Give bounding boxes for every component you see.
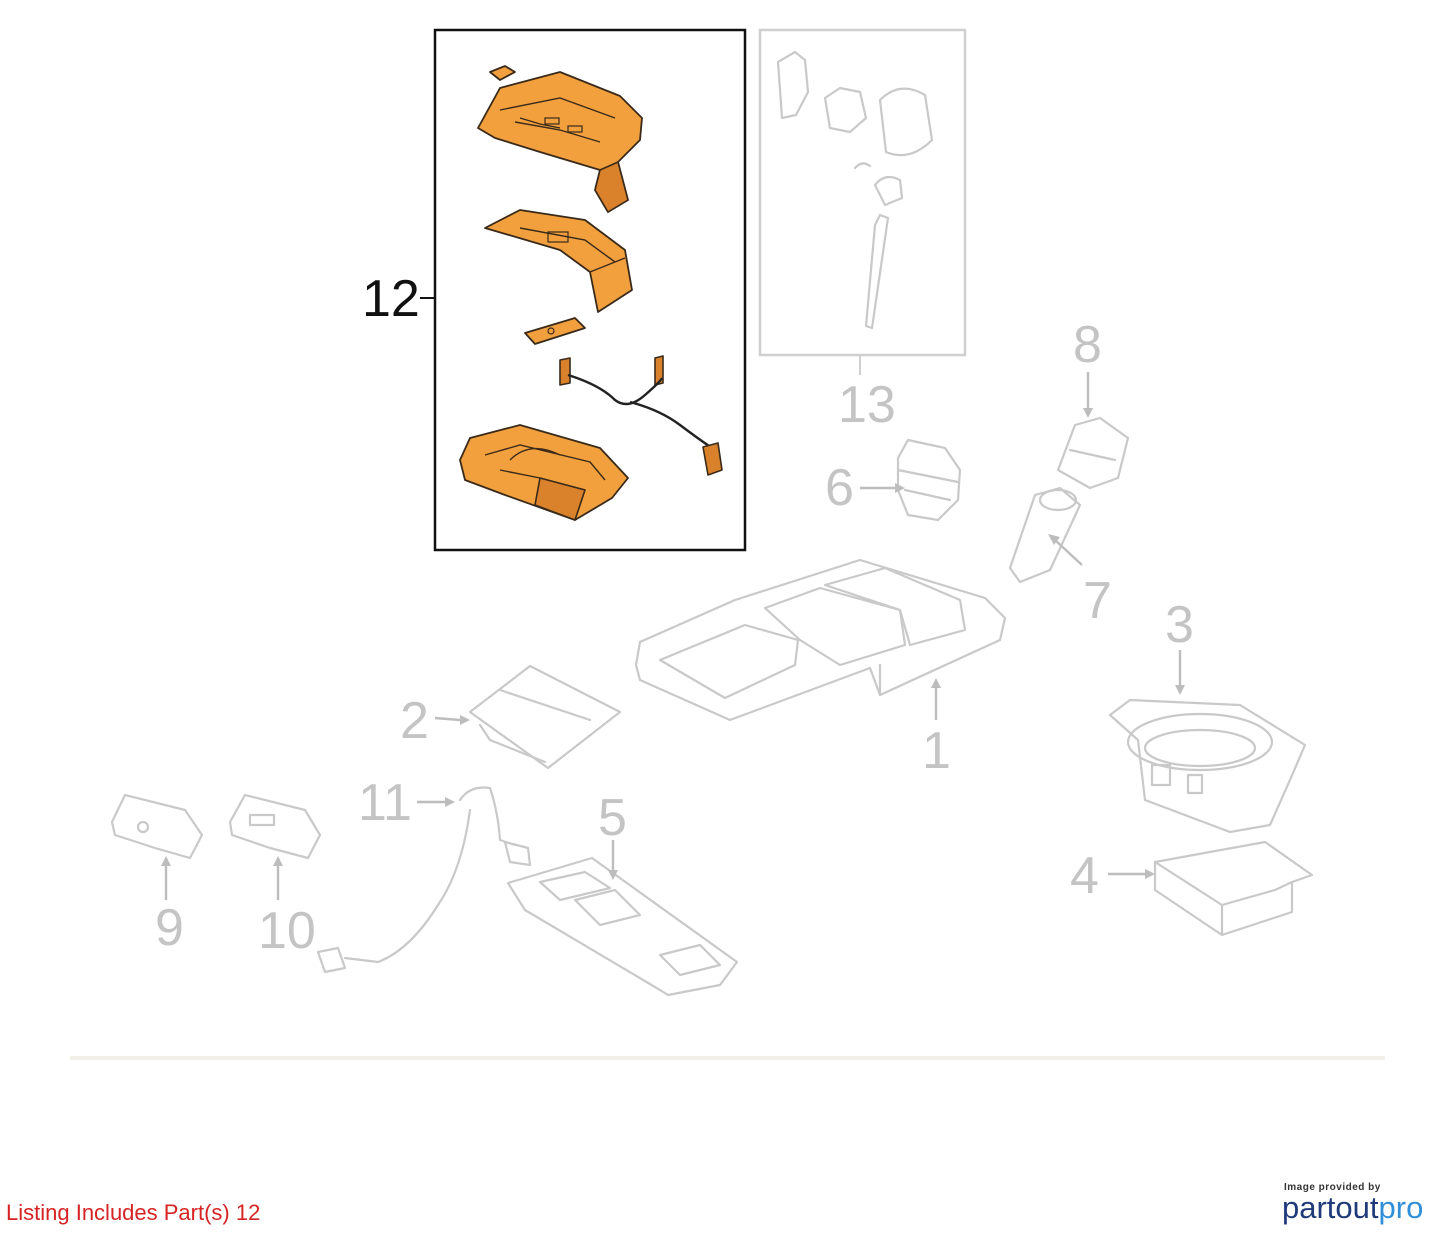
- partoutpro-logo[interactable]: partoutpro: [1282, 1190, 1423, 1226]
- part-8-cover[interactable]: [1056, 416, 1130, 490]
- part-13-group[interactable]: [758, 28, 967, 375]
- image-credit-caption: Image provided by: [1284, 1182, 1381, 1193]
- listing-includes-text: Listing Includes Part(s) 12: [6, 1200, 261, 1225]
- callout-1: 1: [922, 722, 951, 780]
- callout-11: 11: [358, 774, 412, 832]
- callout-12: 12: [362, 270, 420, 328]
- callout-5: 5: [598, 789, 627, 847]
- part-7-socket[interactable]: [1008, 486, 1082, 584]
- part-10-switch[interactable]: [228, 793, 322, 860]
- leader-arrows: [161, 372, 1185, 900]
- part-9-switch[interactable]: [110, 793, 204, 860]
- part-4-mat[interactable]: [1153, 840, 1314, 937]
- part-3-cupholder[interactable]: [1108, 698, 1307, 834]
- part-5-switch-panel[interactable]: [506, 856, 739, 997]
- callout-8: 8: [1073, 316, 1102, 374]
- part-6-switch[interactable]: [896, 438, 962, 522]
- brand-part-1: partout: [1282, 1190, 1379, 1225]
- callout-6: 6: [825, 459, 854, 517]
- brand-part-2: pro: [1378, 1190, 1424, 1225]
- part-2-panel[interactable]: [468, 664, 622, 770]
- callout-13: 13: [838, 376, 896, 434]
- part-1-console[interactable]: [634, 558, 1007, 722]
- callout-3: 3: [1165, 596, 1194, 654]
- part-11-harness[interactable]: [316, 786, 532, 974]
- callout-4: 4: [1070, 847, 1099, 905]
- callout-10: 10: [258, 902, 316, 960]
- part-12-group[interactable]: [420, 28, 747, 552]
- callout-2: 2: [400, 692, 429, 750]
- callout-9: 9: [155, 899, 184, 957]
- callout-7: 7: [1083, 572, 1112, 630]
